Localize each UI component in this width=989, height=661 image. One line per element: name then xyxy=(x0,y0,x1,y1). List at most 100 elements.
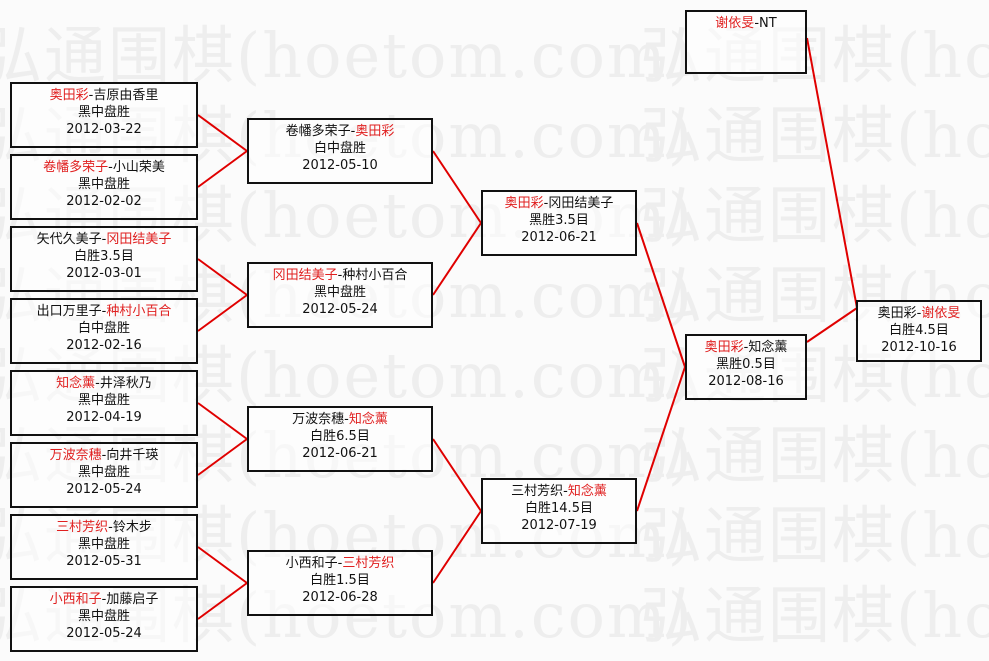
match-date: 2012-05-24 xyxy=(302,302,378,317)
match-date: 2012-06-21 xyxy=(521,230,597,245)
match-box-round2: 万波奈穗-知念薰白胜6.5目 2012-06-21 xyxy=(247,406,433,472)
winner-name: 冈田结美子 xyxy=(272,268,338,283)
loser-name: 种村小百合 xyxy=(342,268,408,283)
match-date: 2012-05-24 xyxy=(66,626,142,641)
match-box-round2: 冈田结美子-种村小百合黑中盘胜 2012-05-24 xyxy=(247,262,433,328)
match-date: 2012-05-24 xyxy=(66,482,142,497)
match-box-round1: 万波奈穗-向井千瑛黑中盘胜 2012-05-24 xyxy=(10,442,198,508)
loser-name: 奥田彩 xyxy=(877,306,917,321)
winner-name: 万波奈穗 xyxy=(49,448,102,463)
match-box-round3: 三村芳织-知念薰白胜14.5目 2012-07-19 xyxy=(481,478,637,544)
winner-name: 知念薰 xyxy=(567,484,607,499)
match-box-round1: 小西和子-加藤启子黑中盘胜 2012-05-24 xyxy=(10,586,198,652)
loser-name: 冈田结美子 xyxy=(548,196,614,211)
match-result: 黑中盘胜 xyxy=(77,393,130,408)
match-result: 黑中盘胜 xyxy=(77,609,130,624)
match-result: 白胜6.5目 xyxy=(310,429,370,444)
bracket-connector xyxy=(432,438,482,512)
separator: - xyxy=(95,376,100,391)
loser-name: 井泽秋乃 xyxy=(99,376,152,391)
bracket-connector xyxy=(197,546,248,584)
match-players: 三村芳织-铃木步 xyxy=(12,519,196,536)
separator: - xyxy=(108,520,113,535)
match-players: 三村芳织-知念薰 xyxy=(483,483,635,500)
loser-name: 万波奈穗 xyxy=(292,412,345,427)
watermark-text: 弘通围棋(hoetom.com) xyxy=(0,19,694,92)
bracket-connector xyxy=(197,114,248,152)
watermark-text: 弘通围棋(hoetom.com) xyxy=(640,179,989,252)
match-box-round1: 知念薰-井泽秋乃黑中盘胜 2012-04-19 xyxy=(10,370,198,436)
separator: - xyxy=(563,484,568,499)
match-players: 奥田彩-知念薰 xyxy=(687,339,805,356)
match-result: 黑中盘胜 xyxy=(313,285,366,300)
loser-name: 吉原由香里 xyxy=(93,88,159,103)
match-date: 2012-03-22 xyxy=(66,122,142,137)
loser-name: 卷幡多荣子 xyxy=(285,124,351,139)
bracket-connector xyxy=(806,307,858,343)
match-box-seed: 谢依旻-NT xyxy=(685,10,807,74)
winner-name: 冈田结美子 xyxy=(106,232,172,247)
match-players: 冈田结美子-种村小百合 xyxy=(249,267,431,284)
match-date: 2012-05-31 xyxy=(66,554,142,569)
separator: - xyxy=(88,88,94,103)
loser-name: 矢代久美子 xyxy=(36,232,102,247)
match-players: 奥田彩-谢依旻 xyxy=(858,305,980,322)
winner-name: 三村芳织 xyxy=(342,556,395,571)
match-players: 万波奈穗-向井千瑛 xyxy=(12,447,196,464)
bracket-connector xyxy=(636,222,686,368)
match-date: 2012-04-19 xyxy=(66,410,142,425)
winner-name: 谢依旻 xyxy=(921,306,961,321)
bracket-connector xyxy=(197,294,248,332)
bracket-connector xyxy=(806,37,858,309)
match-date: 2012-08-16 xyxy=(708,374,784,389)
bracket-connector xyxy=(197,582,248,620)
separator: - xyxy=(101,592,107,607)
match-date: 2012-07-19 xyxy=(521,518,597,533)
loser-name: NT xyxy=(759,16,777,31)
loser-name: 知念薰 xyxy=(748,340,788,355)
match-result: 黑中盘胜 xyxy=(77,465,130,480)
match-date: 2012-06-28 xyxy=(302,590,378,605)
match-players: 万波奈穗-知念薰 xyxy=(249,411,431,428)
match-players: 出口万里子-种村小百合 xyxy=(12,303,196,320)
winner-name: 谢依旻 xyxy=(715,16,755,31)
separator: - xyxy=(350,124,356,139)
match-date: 2012-10-16 xyxy=(881,340,957,355)
match-players: 矢代久美子-冈田结美子 xyxy=(12,231,196,248)
match-box-round2: 小西和子-三村芳织白胜1.5目 2012-06-28 xyxy=(247,550,433,616)
match-players: 奥田彩-冈田结美子 xyxy=(483,195,635,212)
match-result: 白中盘胜 xyxy=(77,321,130,336)
bracket-connector xyxy=(197,258,248,296)
winner-name: 奥田彩 xyxy=(504,196,544,211)
match-result: 黑中盘胜 xyxy=(77,537,130,552)
watermark-text: 弘通围棋(hoetom.com) xyxy=(640,419,989,492)
match-players: 小西和子-加藤启子 xyxy=(12,591,196,608)
watermark-text: 弘通围棋(hoetom.com) xyxy=(640,579,989,652)
winner-name: 卷幡多荣子 xyxy=(43,160,109,175)
winner-name: 知念薰 xyxy=(56,376,96,391)
winner-name: 奥田彩 xyxy=(355,124,395,139)
winner-name: 三村芳织 xyxy=(56,520,109,535)
match-date: 2012-06-21 xyxy=(302,446,378,461)
match-result: 白胜1.5目 xyxy=(310,573,370,588)
separator: - xyxy=(743,340,749,355)
winner-name: 知念薰 xyxy=(348,412,388,427)
loser-name: 小西和子 xyxy=(285,556,338,571)
match-result: 白胜14.5目 xyxy=(525,501,593,516)
loser-name: 小山荣美 xyxy=(112,160,165,175)
watermark-text: 弘通围棋(hoetom.com) xyxy=(640,499,989,572)
loser-name: 铃木步 xyxy=(112,520,152,535)
bracket-connector xyxy=(432,510,482,584)
match-players: 小西和子-三村芳织 xyxy=(249,555,431,572)
bracket-connector xyxy=(197,438,248,476)
separator: - xyxy=(101,304,107,319)
match-players: 谢依旻-NT xyxy=(687,15,805,32)
match-date: 2012-02-02 xyxy=(66,194,142,209)
match-result: 黑胜3.5目 xyxy=(529,213,589,228)
